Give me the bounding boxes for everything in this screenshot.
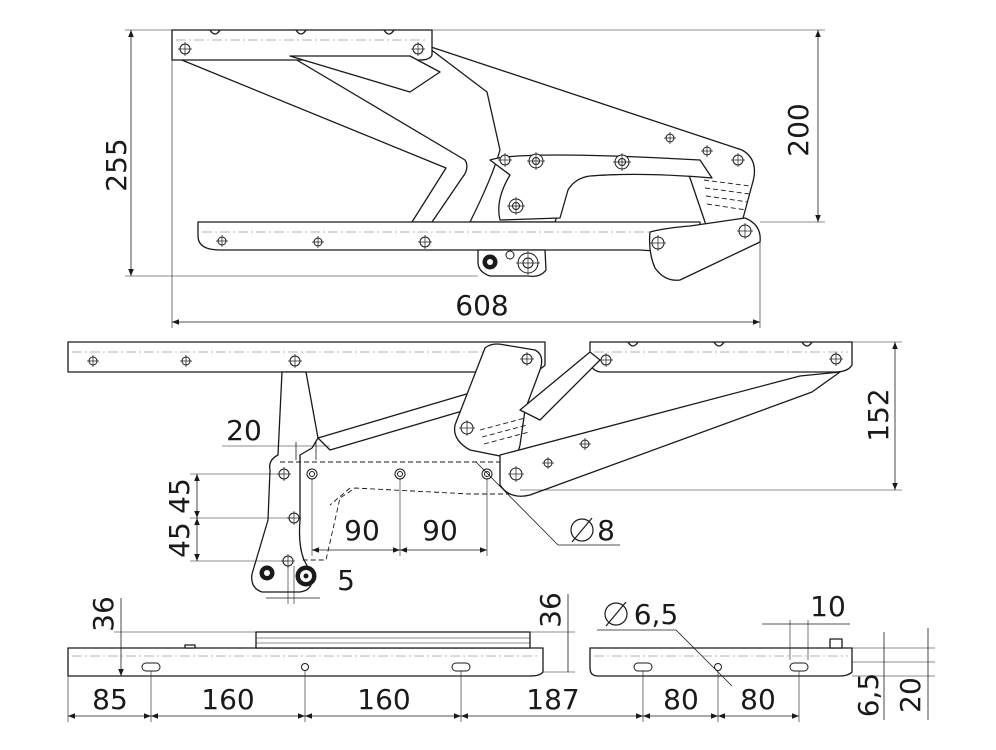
bottom-rail — [197, 221, 701, 252]
dim-slot-offset: 10 — [810, 590, 846, 623]
dim-spacing-3: 160 — [357, 683, 410, 716]
dim-spacing-2: 160 — [201, 683, 254, 716]
rail-slots — [141, 662, 809, 672]
mechanism-profile — [255, 631, 531, 649]
dimension-36-left: 36 — [87, 596, 256, 676]
dim-offset-small: 5 — [337, 564, 355, 597]
spring-zone — [703, 179, 751, 211]
right-plate — [589, 341, 853, 373]
dimension-20: 20 — [222, 414, 330, 460]
dimension-255: 255 — [100, 29, 478, 277]
dim-height-middle: 152 — [862, 388, 895, 441]
dim-length: 608 — [455, 289, 508, 322]
dim-right-height: 36 — [534, 592, 567, 628]
right-plate-notches — [627, 341, 813, 347]
dimension-10: 10 — [762, 590, 850, 660]
middle-view-holes — [87, 352, 843, 587]
dimension-5: 5 — [266, 564, 355, 604]
middle-view-hinge: 20 45 45 90 90 5 — [67, 341, 902, 604]
top-plate-notches — [209, 29, 395, 35]
dimension-36-right: 36 — [530, 592, 575, 673]
dimension-side: 6,5 20 — [852, 628, 935, 720]
dim-hole-diameter: 8 — [597, 514, 615, 547]
hidden-link — [280, 461, 531, 561]
dim-height-arm: 200 — [782, 103, 815, 156]
dim-pitch-h1: 90 — [344, 514, 380, 547]
dimension-45-45: 45 45 — [163, 473, 294, 562]
dimension-152: 152 — [520, 341, 902, 491]
top-plate — [171, 29, 433, 61]
dim-slot-hole: 6,5 — [634, 598, 679, 631]
dim-spacing-1: 85 — [92, 683, 128, 716]
vertical-bracket — [251, 371, 319, 593]
upright-arm — [453, 343, 543, 459]
dim-spacing-5: 80 — [663, 683, 699, 716]
dim-spacing-4: 187 — [526, 683, 579, 716]
dim-pitch-h2: 90 — [422, 514, 458, 547]
left-rail — [67, 647, 544, 677]
outer-arm — [424, 44, 756, 226]
top-view-holes — [178, 42, 753, 275]
dimension-90-90: 90 90 — [311, 478, 488, 556]
dim-side-2: 20 — [894, 677, 927, 713]
left-plate — [67, 341, 546, 373]
dim-left-height: 36 — [87, 596, 120, 632]
dimension-chain: 85 160 160 187 80 80 — [67, 671, 800, 722]
dim-spacing-6: 80 — [740, 683, 776, 716]
swing-arm — [499, 371, 841, 497]
dimension-dia-6-5: 6,5 — [597, 598, 733, 687]
dim-offset-top: 20 — [226, 414, 262, 447]
dim-pitch-v1: 45 — [163, 478, 196, 514]
top-plate-tab — [289, 55, 441, 93]
dimension-608: 608 — [171, 60, 761, 328]
dim-pitch-v2: 45 — [163, 522, 196, 558]
bottom-view-rails: 36 36 6,5 10 — [67, 590, 935, 722]
dim-side-1: 6,5 — [852, 673, 885, 718]
right-rail — [589, 647, 853, 677]
middle-link — [489, 154, 713, 221]
top-view-hinge: 255 200 608 — [100, 29, 825, 328]
dim-height-total: 255 — [100, 138, 133, 191]
dimension-dia-8: 8 — [475, 461, 620, 547]
dimension-200: 200 — [432, 29, 825, 223]
